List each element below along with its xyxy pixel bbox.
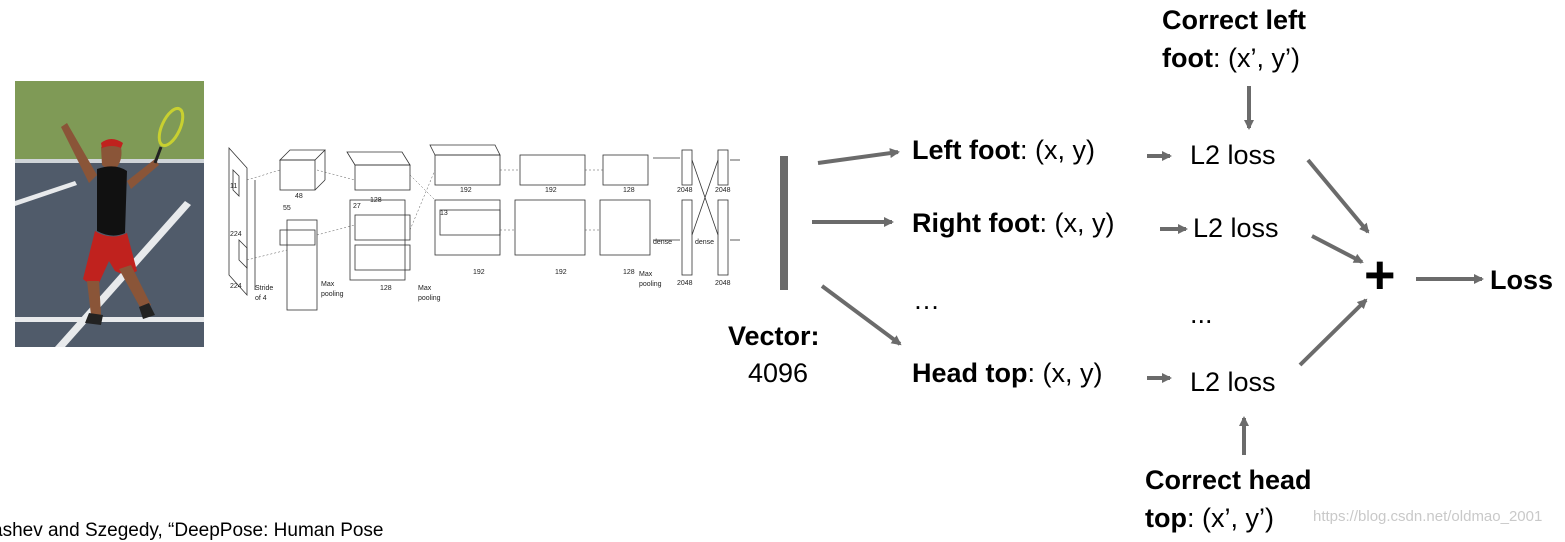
tennis-player-photo <box>15 81 204 347</box>
correct-head-top-line2: top: (x’, y’) <box>1145 502 1274 534</box>
svg-text:128: 128 <box>370 197 382 204</box>
svg-text:224: 224 <box>230 231 242 238</box>
svg-text:pooling: pooling <box>639 281 662 288</box>
svg-text:of 4: of 4 <box>255 295 267 302</box>
vector-size: 4096 <box>748 358 809 388</box>
svg-text:48: 48 <box>295 193 303 200</box>
svg-text:Stride: Stride <box>255 285 273 292</box>
output-name: Left foot <box>912 135 1020 165</box>
output-name: Right foot <box>912 208 1040 238</box>
watermark-text: https://blog.csdn.net/oldmao_2001 <box>1313 508 1543 525</box>
svg-text:192: 192 <box>460 187 472 194</box>
svg-text:2048: 2048 <box>677 280 693 287</box>
l2-loss-left-foot: L2 loss <box>1190 140 1276 170</box>
svg-text:13: 13 <box>440 210 448 217</box>
svg-text:128: 128 <box>380 285 392 292</box>
correct-left-foot-coords: : (x’, y’) <box>1212 43 1300 73</box>
svg-text:27: 27 <box>353 203 361 210</box>
sum-plus-sign: + <box>1364 245 1396 305</box>
l2-loss-right-foot: L2 loss <box>1193 213 1279 243</box>
svg-text:pooling: pooling <box>418 295 441 302</box>
total-loss-label: Loss <box>1490 265 1554 295</box>
correct-head-top-name: top <box>1145 503 1187 533</box>
svg-text:Max: Max <box>418 285 432 292</box>
svg-text:2048: 2048 <box>677 187 693 194</box>
svg-text:128: 128 <box>623 269 635 276</box>
svg-text:192: 192 <box>545 187 557 194</box>
svg-text:224: 224 <box>230 283 242 290</box>
citation-text: ashev and Szegedy, “DeepPose: Human Pose <box>0 520 384 541</box>
output-name: Head top <box>912 358 1028 388</box>
correct-head-top-line1: Correct head <box>1145 465 1312 495</box>
output-left-foot: Left foot: (x, y) <box>912 134 1095 166</box>
svg-text:192: 192 <box>555 269 567 276</box>
svg-text:Max: Max <box>321 281 335 288</box>
svg-text:dense: dense <box>653 239 672 246</box>
output-ellipsis: … <box>913 285 940 315</box>
correct-left-foot-line2: foot: (x’, y’) <box>1162 42 1300 74</box>
output-head-top: Head top: (x, y) <box>912 357 1103 389</box>
output-coords: : (x, y) <box>1027 358 1103 388</box>
correct-left-foot-name: foot <box>1162 43 1213 73</box>
l2-loss-head-top: L2 loss <box>1190 367 1276 397</box>
svg-text:128: 128 <box>623 187 635 194</box>
output-coords: : (x, y) <box>1019 135 1095 165</box>
svg-text:pooling: pooling <box>321 291 344 298</box>
feature-vector-bar <box>780 156 788 290</box>
output-coords: : (x, y) <box>1039 208 1115 238</box>
correct-left-foot-line1: Correct left <box>1162 5 1307 35</box>
svg-text:dense: dense <box>695 239 714 246</box>
vector-label: Vector: <box>728 321 820 351</box>
svg-text:11: 11 <box>230 183 237 190</box>
svg-text:2048: 2048 <box>715 187 731 194</box>
loss-ellipsis: ... <box>1190 299 1213 329</box>
output-right-foot: Right foot: (x, y) <box>912 207 1114 239</box>
svg-text:Max: Max <box>639 271 653 278</box>
svg-text:55: 55 <box>283 205 291 212</box>
svg-text:2048: 2048 <box>715 280 731 287</box>
alexnet-architecture-diagram: 11 224 224 Stride of 4 48 55 128 27 192 … <box>228 144 740 311</box>
svg-text:192: 192 <box>473 269 485 276</box>
correct-head-top-coords: : (x’, y’) <box>1186 503 1274 533</box>
